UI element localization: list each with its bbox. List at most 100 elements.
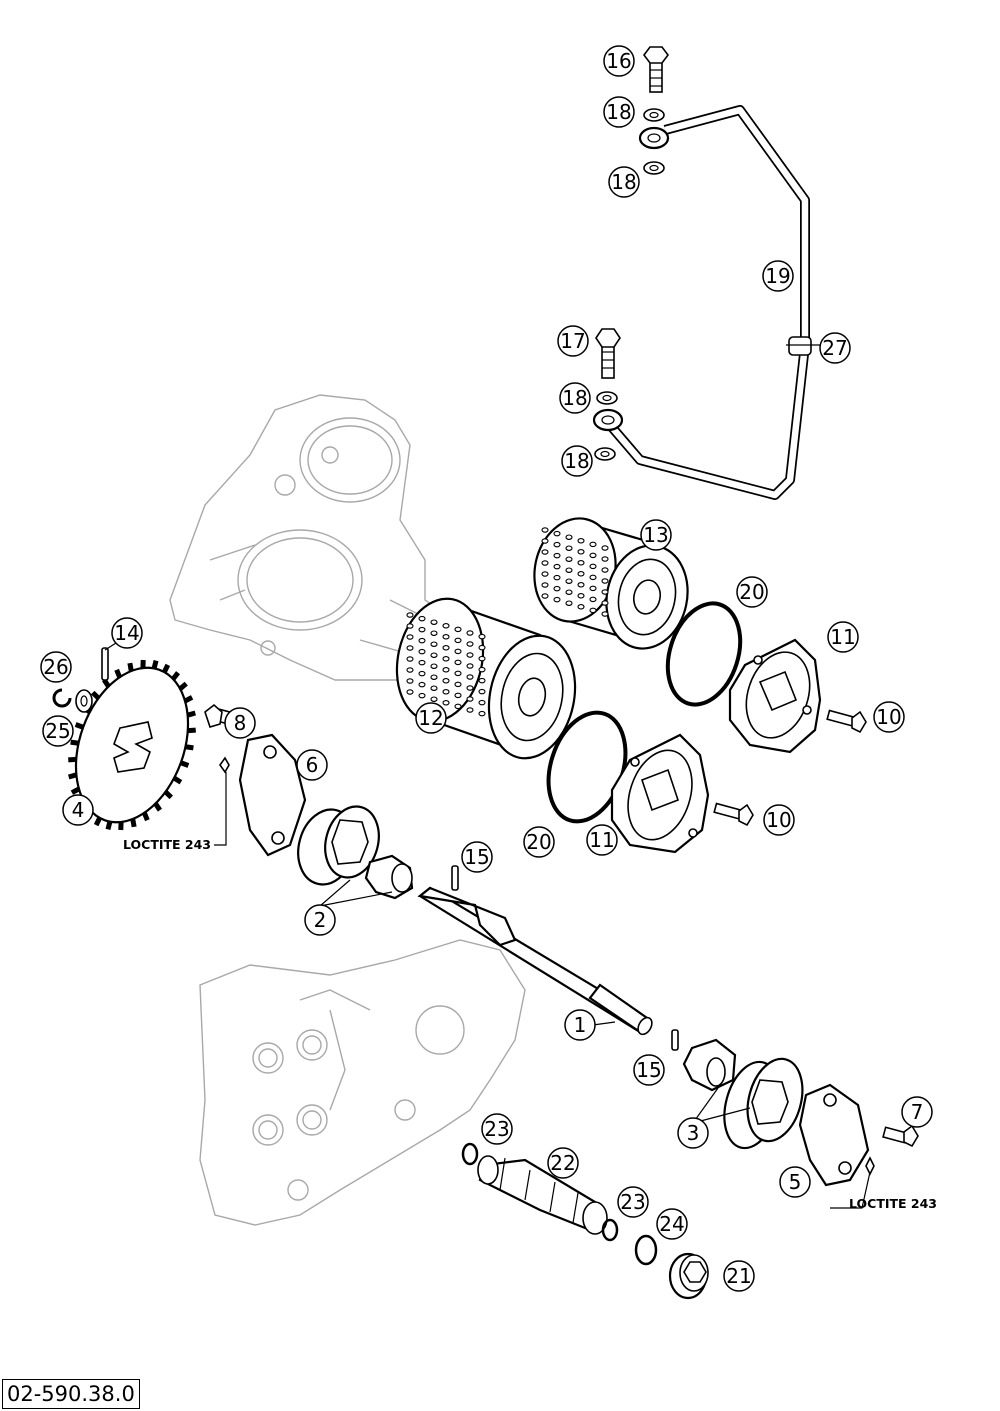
filter-perforation bbox=[430, 685, 438, 691]
filter-perforation bbox=[454, 659, 462, 666]
loctite-note-right: LOCTITE 243 bbox=[849, 1196, 937, 1211]
sealing-washer-d bbox=[594, 447, 616, 461]
callout-7: 7 bbox=[901, 1096, 933, 1128]
pump-pin-upper bbox=[451, 865, 459, 891]
dowel-pin-gear bbox=[101, 647, 109, 681]
svg-text:20: 20 bbox=[526, 830, 551, 854]
svg-text:18: 18 bbox=[611, 170, 636, 194]
filter-perforation bbox=[589, 574, 597, 581]
filter-perforation bbox=[601, 578, 609, 584]
svg-text:3: 3 bbox=[687, 1121, 700, 1145]
gear-tooth bbox=[186, 710, 196, 718]
filter-perforation bbox=[601, 611, 609, 617]
svg-text:10: 10 bbox=[876, 705, 901, 729]
callout-20a: 20 bbox=[736, 576, 768, 608]
oil-line-clip bbox=[788, 336, 812, 356]
cover-screw-lower bbox=[713, 802, 754, 827]
engine-housing-upper-outline bbox=[169, 394, 441, 681]
callout-3: 3 bbox=[677, 1117, 709, 1149]
filter-perforation bbox=[541, 593, 549, 599]
svg-text:13: 13 bbox=[643, 523, 668, 547]
gear-tooth bbox=[185, 744, 194, 751]
filter-perforation bbox=[553, 563, 561, 570]
pump-rotor-outer-right bbox=[723, 1057, 804, 1150]
filter-perforation bbox=[553, 574, 561, 581]
filter-perforation bbox=[442, 667, 450, 673]
svg-text:21: 21 bbox=[726, 1264, 751, 1288]
filter-perforation bbox=[553, 596, 561, 603]
gear-tooth bbox=[105, 821, 113, 830]
filter-perforation bbox=[589, 563, 597, 570]
filter-perforation bbox=[565, 600, 573, 606]
filter-perforation bbox=[442, 700, 450, 706]
callout-18a: 18 bbox=[603, 96, 635, 128]
filter-perforation bbox=[577, 593, 585, 599]
filter-perforation bbox=[601, 545, 609, 551]
filter-cover-upper bbox=[728, 638, 822, 754]
banjo-bolt-lower bbox=[595, 328, 621, 379]
callout-23a: 23 bbox=[481, 1113, 513, 1145]
gear-tooth bbox=[162, 663, 171, 674]
callout-20b: 20 bbox=[523, 826, 555, 858]
gear-tooth bbox=[90, 690, 101, 700]
callout-10b: 10 bbox=[763, 804, 795, 836]
filter-perforation bbox=[406, 612, 414, 618]
filter-perforation bbox=[589, 585, 597, 592]
callout-24: 24 bbox=[656, 1208, 688, 1240]
filter-perforation bbox=[454, 626, 462, 633]
filter-perforation bbox=[565, 589, 573, 595]
filter-perforation bbox=[541, 549, 549, 555]
filter-perforation bbox=[541, 538, 549, 544]
gear-tooth bbox=[151, 660, 159, 669]
gear-tooth bbox=[70, 739, 79, 746]
filter-perforation bbox=[430, 674, 438, 680]
callout-18d: 18 bbox=[561, 445, 593, 477]
callout-23b: 23 bbox=[617, 1186, 649, 1218]
filter-perforation bbox=[577, 571, 585, 577]
svg-text:10: 10 bbox=[766, 808, 791, 832]
filter-perforation bbox=[454, 648, 462, 655]
filter-perforation bbox=[442, 656, 450, 662]
callout-2: 2 bbox=[304, 904, 336, 936]
gear-tooth bbox=[70, 786, 81, 795]
svg-text:18: 18 bbox=[606, 100, 631, 124]
o-ring-screen-b bbox=[601, 1218, 619, 1242]
filter-perforation bbox=[442, 634, 450, 640]
callout-21: 21 bbox=[723, 1260, 755, 1292]
sealing-washer-a bbox=[643, 108, 665, 122]
filter-perforation bbox=[589, 541, 597, 548]
sealing-washer-b bbox=[643, 161, 665, 175]
svg-text:7: 7 bbox=[911, 1100, 924, 1124]
filter-perforation bbox=[553, 552, 561, 559]
callout-19: 19 bbox=[762, 260, 794, 292]
callout-11b: 11 bbox=[586, 824, 618, 856]
filter-perforation bbox=[418, 681, 426, 688]
svg-text:24: 24 bbox=[659, 1212, 684, 1236]
filter-perforation bbox=[478, 655, 486, 662]
pump-rotor-inner-left bbox=[364, 854, 414, 900]
svg-text:22: 22 bbox=[550, 1151, 575, 1175]
gear-tooth bbox=[178, 681, 188, 691]
banjo-fitting-upper bbox=[638, 126, 670, 150]
callout-13: 13 bbox=[640, 519, 672, 551]
filter-perforation bbox=[466, 707, 474, 713]
svg-text:16: 16 bbox=[606, 49, 631, 73]
filter-perforation bbox=[478, 666, 486, 673]
svg-text:LOCTITE 243: LOCTITE 243 bbox=[123, 837, 211, 852]
filter-perforation bbox=[565, 567, 573, 573]
filter-perforation bbox=[466, 630, 474, 636]
gear-tooth bbox=[183, 695, 194, 704]
filter-perforation bbox=[601, 556, 609, 562]
callout-12: 12 bbox=[415, 702, 447, 734]
filter-perforation bbox=[418, 670, 426, 677]
callout-17: 17 bbox=[557, 325, 589, 357]
callout-1: 1 bbox=[564, 1009, 596, 1041]
callout-18c: 18 bbox=[559, 382, 591, 414]
filter-perforation bbox=[478, 677, 486, 684]
sealing-washer-c bbox=[596, 391, 618, 405]
gear-tooth bbox=[127, 662, 134, 672]
filter-perforation bbox=[406, 645, 414, 651]
filter-perforation bbox=[430, 652, 438, 658]
filter-perforation bbox=[418, 615, 426, 622]
filter-perforation bbox=[430, 630, 438, 636]
